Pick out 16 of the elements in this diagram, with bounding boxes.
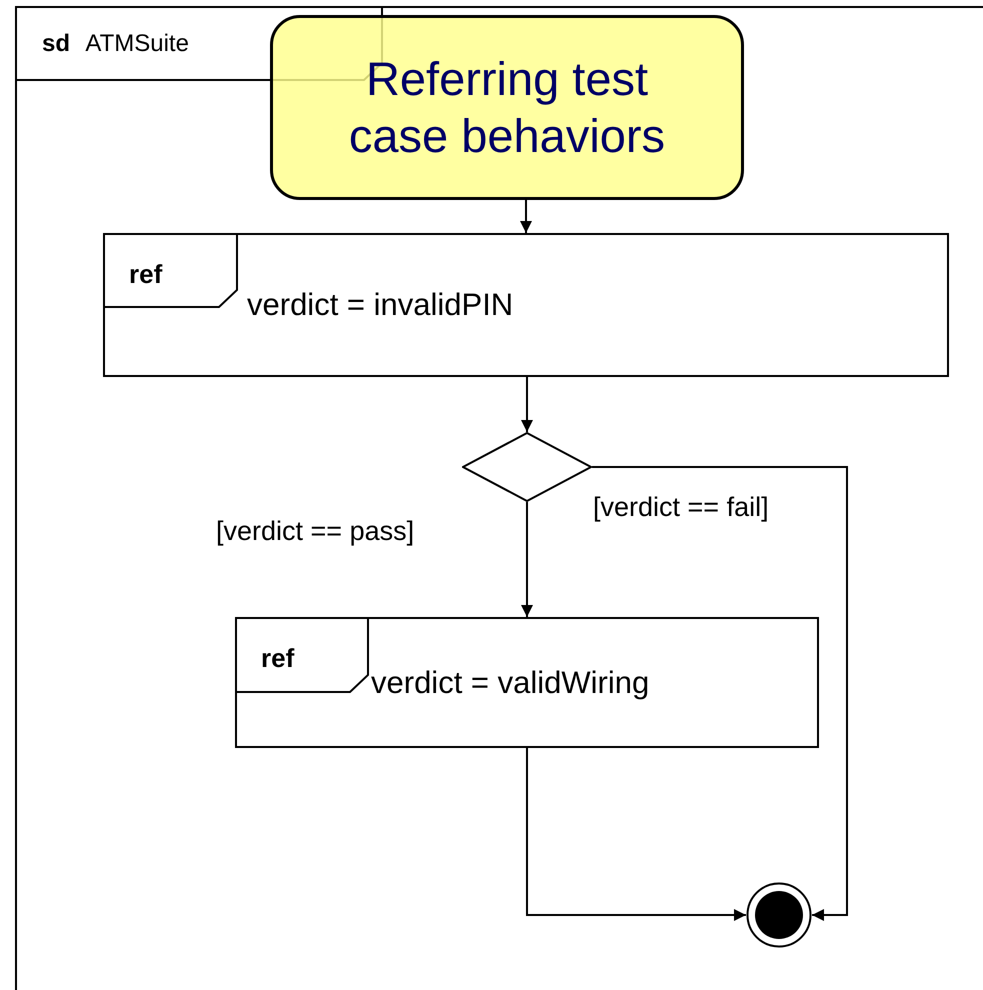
final-node xyxy=(746,882,812,948)
arrow xyxy=(526,748,746,921)
interaction-use-box xyxy=(235,617,819,748)
interaction-label: verdict = invalidPIN xyxy=(247,287,514,323)
ref-keyword: ref xyxy=(129,259,162,290)
arrow xyxy=(521,377,533,432)
arrow xyxy=(592,466,848,921)
sequence-frame xyxy=(15,6,983,990)
interaction-label: verdict = validWiring xyxy=(371,664,650,700)
arrow xyxy=(521,502,533,617)
arrow xyxy=(520,200,532,233)
decision-diamond xyxy=(462,432,592,502)
callout-box: Referring test case behaviors xyxy=(270,15,744,200)
interaction-use-box xyxy=(103,233,949,377)
frame-title: sd ATMSuite xyxy=(42,30,189,58)
ref-keyword: ref xyxy=(261,643,294,674)
